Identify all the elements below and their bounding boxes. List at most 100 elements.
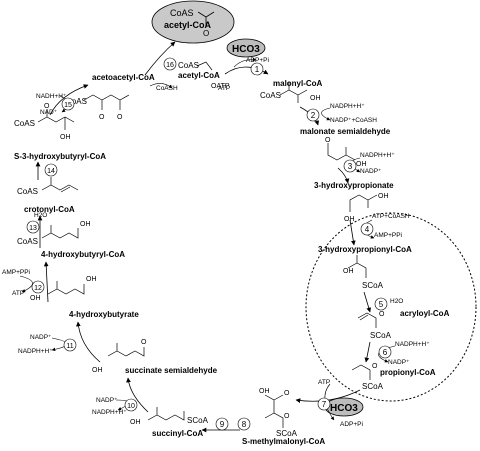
hpcoa-skeleton: [347, 255, 367, 278]
compound-propionyl-coa: propionyl-CoA: [380, 368, 436, 377]
step-13-circle: [26, 220, 40, 234]
step-number-6: 6: [378, 345, 392, 359]
atom-oh-semialdehyde: OH: [356, 161, 367, 168]
step-10-circle: [124, 398, 138, 412]
step-2-circle: [306, 108, 320, 122]
arrow-7: [295, 389, 361, 404]
arrow-3: [337, 167, 350, 184]
step-13-label: 13: [29, 225, 37, 232]
step-number-15: 15: [61, 97, 75, 111]
cofactor-atp-7: ATP: [318, 379, 330, 386]
step-6-circle: [378, 345, 392, 359]
cofactor-nadph-10: NADPH+H⁺: [92, 409, 127, 416]
hbcoa-skeleton: [41, 225, 79, 239]
atom-scoa-mmcoa: SCoA: [276, 429, 298, 438]
step-12-circle: [31, 280, 45, 294]
cofactor-nadp-coash-2: NADP⁺+CoASH: [330, 117, 377, 124]
step-4-label: 4: [365, 225, 370, 234]
step-16-circle: [163, 57, 177, 71]
step-number-13: 13: [26, 220, 40, 234]
compound-malonate-semialdehyde: malonate semialdehyde: [300, 127, 391, 136]
step-3-label: 3: [348, 162, 353, 171]
hco3-bottom-label: HCO3: [330, 403, 358, 414]
compound-malonyl-coa: malonyl-CoA: [273, 79, 323, 88]
atom-o-mmcoa-1: O: [284, 390, 290, 397]
step-14-circle: [44, 163, 58, 177]
step-9-circle: [215, 417, 229, 431]
step-7-circle: [317, 397, 331, 411]
atom-o-ssa: O: [141, 339, 147, 346]
step-15-circle: [61, 97, 75, 111]
atom-coas-s3hb: CoAS: [14, 119, 35, 128]
step-6-label: 6: [383, 348, 388, 357]
cofactor-atp-1: ATP: [218, 85, 230, 92]
compound-s-methylmalonyl-coa: S-methylmalonyl-CoA: [242, 437, 325, 446]
atom-scoa-hpcoa: SCoA: [362, 281, 384, 290]
atom-o-acryloyl: O: [379, 311, 385, 318]
cofactor-amp-ppi-4: AMP+PPi: [374, 232, 402, 239]
hco3-top-label: HCO3: [232, 44, 260, 55]
crotonyl-skeleton: [41, 177, 79, 193]
compound-succinyl-coa: succinyl-CoA: [152, 429, 203, 438]
step-number-7: 7: [317, 397, 331, 411]
atom-o-semialdehyde: O: [325, 137, 331, 144]
cofactor-arrow-12: [19, 275, 33, 293]
cofactor-nadp-3: NADP⁺: [360, 168, 382, 175]
arrow-16: [144, 41, 176, 76]
step-1-label: 1: [255, 65, 260, 74]
arrow-4: [349, 219, 356, 246]
compound-acetoacetyl-coa: acetoacetyl-CoA: [92, 73, 155, 82]
cofactor-labels: ADP+Pi ATP NADPH+H⁺ NADP⁺+CoASH NADPH+H⁺…: [2, 57, 430, 428]
arrow-10: [126, 377, 149, 413]
compound-4-hydroxybutyrate: 4-hydroxybutyrate: [69, 310, 139, 319]
arrow-5: [363, 291, 372, 313]
cofactor-nadph-11: NADPH+H⁺: [18, 348, 53, 355]
step-11-circle: [63, 338, 77, 352]
step-12-label: 12: [34, 285, 42, 292]
step-number-16: 16: [163, 57, 177, 71]
atom-scoa-propionyl: SCoA: [362, 382, 384, 391]
atom-coas-acetyl: CoAS: [178, 61, 199, 70]
arrow-1: [224, 66, 269, 75]
atom-oh-malonyl: OH: [310, 95, 321, 102]
step-number-12: 12: [31, 280, 45, 294]
hub-oxygen-label: O: [203, 29, 209, 38]
cofactor-arrow-16: [149, 83, 173, 89]
step-4-circle: [360, 222, 374, 236]
atom-oh-hpcoa: OH: [343, 268, 354, 275]
cofactor-nad-15: NAD⁺: [40, 109, 57, 116]
hco3-bottom: HCO3: [324, 397, 364, 417]
cofactor-arrows: [19, 57, 396, 421]
atom-oh-hp-1: OH: [344, 216, 355, 223]
atom-o-acetoacetyl-2: O: [117, 114, 123, 121]
step-number-9: 9: [215, 417, 229, 431]
cofactor-h2o-5: H2O: [390, 298, 403, 305]
compound-3-hydroxypropionyl-coa: 3-hydroxypropionyl-CoA: [318, 245, 412, 254]
step-8-circle: [237, 417, 251, 431]
cofactor-coash-16: CoASH: [156, 85, 178, 92]
acetyl-bond: [196, 61, 213, 71]
step-1-circle: [250, 62, 264, 76]
step-7-label: 7: [322, 400, 327, 409]
atom-coas-crotonyl: CoAS: [17, 187, 38, 196]
cycle-arrows: [35, 41, 372, 433]
atom-scoa-succinyl: SCoA: [187, 416, 209, 425]
propionyl-cycle-dotted-circle: [305, 212, 477, 402]
step-3-circle: [343, 159, 357, 173]
compound-s-3-hydroxybutyryl-coa: S-3-hydroxybutyryl-CoA: [14, 152, 106, 161]
step-15-label: 15: [64, 102, 72, 109]
atom-o-acetoacetyl-1: O: [99, 114, 105, 121]
step-11-label: 11: [66, 343, 73, 350]
step-16-label: 16: [166, 62, 174, 69]
cofactor-amp-ppi-12: AMP+PPi: [2, 269, 30, 276]
atom-oh-hbcoa: OH: [80, 221, 91, 228]
atom-oatp: OATP: [211, 83, 230, 90]
atom-scoa-acryloyl: SCoA: [370, 331, 392, 340]
hub-acetyl-bond: [197, 11, 215, 27]
arrow-12: [43, 261, 49, 303]
cofactor-adp-pi-7: ADP+Pi: [340, 421, 363, 428]
compound-3-hydroxypropionate: 3-hydroxypropionate: [314, 181, 394, 190]
compound-succinate-semialdehyde: succinate semialdehyde: [125, 366, 218, 375]
step-number-11: 11: [63, 338, 77, 352]
